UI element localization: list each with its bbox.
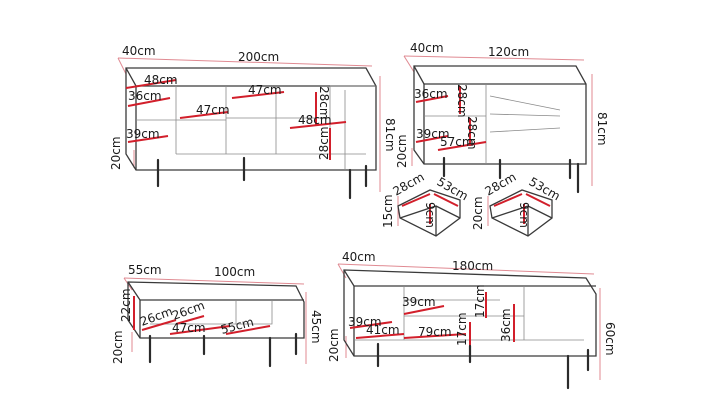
sideboard-200-inner-1: 48cm bbox=[144, 73, 178, 87]
coffee-table-inner-5: 55cm bbox=[219, 315, 255, 337]
coffee-table-inner-3: 26cm bbox=[170, 298, 206, 323]
tv-stand-leg-label: 20cm bbox=[327, 328, 341, 362]
drawer-left-d2: 53cm bbox=[435, 174, 471, 203]
sideboard-120-inner-4: 39cm bbox=[416, 127, 450, 141]
sideboard-200-height-label: 81cm bbox=[383, 118, 397, 152]
drawer-right-d3: 9cm bbox=[517, 202, 531, 228]
drawer-right-side: 20cm bbox=[471, 196, 485, 230]
sideboard-200-inner-7: 28cm bbox=[317, 126, 331, 160]
tv-stand-inner-5: 79cm bbox=[418, 325, 452, 339]
coffee-table-drawing: 55cm 100cm 45cm 20cm 22cm 26cm 26cm 47cm… bbox=[111, 263, 323, 368]
sideboard-120-depth-label: 40cm bbox=[410, 41, 444, 55]
sideboard-200-drawing: 40cm 200cm 81cm 20cm 48cm 36cm 47cm 47cm… bbox=[109, 44, 397, 200]
tv-stand-inner-6: 17cm bbox=[455, 312, 469, 346]
drawer-left-d3: 9cm bbox=[423, 202, 437, 228]
coffee-table-depth-label: 55cm bbox=[128, 263, 162, 277]
coffee-table-leg-label: 20cm bbox=[111, 330, 125, 364]
tv-stand-inner-4: 41cm bbox=[366, 323, 400, 337]
tv-stand-inner-2: 17cm bbox=[473, 284, 487, 318]
sideboard-200-inner-3: 47cm bbox=[196, 103, 230, 117]
sideboard-120-leg-label: 20cm bbox=[395, 134, 409, 168]
sideboard-120-width-label: 120cm bbox=[488, 45, 529, 59]
sideboard-120-height-label: 81cm bbox=[595, 112, 609, 146]
coffee-table-inner-4: 47cm bbox=[172, 321, 206, 335]
sideboard-120-inner-1: 36cm bbox=[414, 87, 448, 101]
sideboard-120-inner-3: 28cm bbox=[465, 116, 479, 150]
sideboard-200-inner-4: 47cm bbox=[248, 83, 282, 97]
drawer-left-drawing: 28cm 53cm 9cm 15cm bbox=[381, 170, 471, 237]
coffee-table-width-label: 100cm bbox=[214, 265, 255, 279]
sideboard-200-inner-6: 28cm bbox=[317, 86, 331, 120]
coffee-table-height-label: 45cm bbox=[309, 310, 323, 344]
tv-stand-inner-3: 39cm bbox=[402, 295, 436, 309]
sideboard-120-inner-5: 57cm bbox=[440, 135, 474, 149]
tv-stand-width-label: 180cm bbox=[452, 259, 493, 273]
sideboard-120-drawing: 40cm 120cm 81cm 20cm 36cm 28cm 28cm 39cm… bbox=[395, 41, 609, 194]
tv-stand-drawing: 40cm 180cm 60cm 20cm 39cm 17cm 39cm 41cm… bbox=[327, 250, 617, 390]
drawer-right-d2: 53cm bbox=[527, 174, 563, 203]
sideboard-200-inner-8: 39cm bbox=[126, 127, 160, 141]
sideboard-120-inner-2: 28cm bbox=[455, 84, 469, 118]
tv-stand-inner-7: 36cm bbox=[499, 308, 513, 342]
drawer-left-side: 15cm bbox=[381, 194, 395, 228]
tv-stand-inner-1: 39cm bbox=[348, 315, 382, 329]
sideboard-200-depth-label: 40cm bbox=[122, 44, 156, 58]
sideboard-200-inner-5: 48cm bbox=[298, 113, 332, 127]
drawer-right-drawing: 28cm 53cm 9cm 20cm bbox=[471, 170, 563, 237]
sideboard-200-inner-2: 36cm bbox=[128, 89, 162, 103]
tv-stand-height-label: 60cm bbox=[603, 322, 617, 356]
tv-stand-depth-label: 40cm bbox=[342, 250, 376, 264]
coffee-table-inner-1: 22cm bbox=[119, 288, 133, 322]
sideboard-200-leg-label: 20cm bbox=[109, 136, 123, 170]
sideboard-200-width-label: 200cm bbox=[238, 50, 279, 64]
